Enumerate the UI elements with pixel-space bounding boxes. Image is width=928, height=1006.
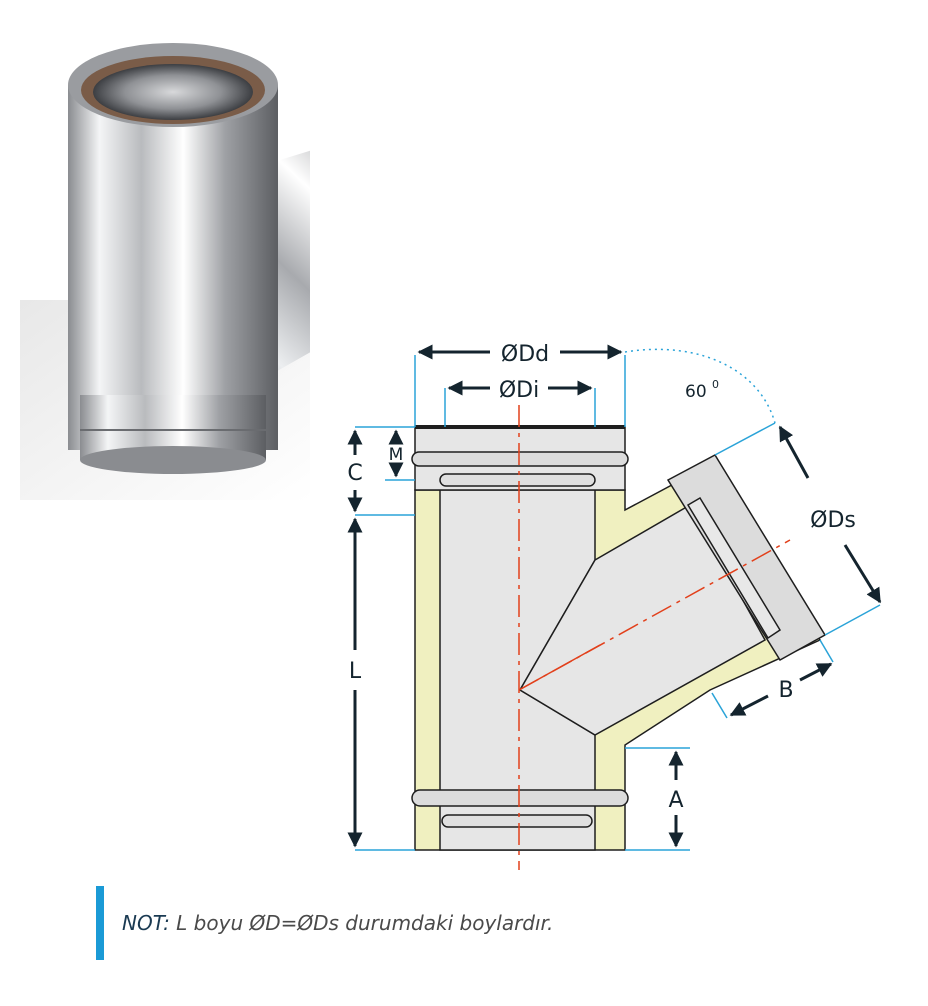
branch-band: [686, 496, 782, 640]
label-c: C: [347, 461, 362, 486]
pipe-body: [411, 425, 827, 851]
top-band: [411, 451, 629, 467]
dim-line-ds-bottom: [843, 544, 882, 604]
note-prefix: NOT:: [122, 911, 170, 935]
label-m: M: [389, 445, 404, 465]
extension-lines: [355, 348, 881, 851]
branch-centerline-solid: [518, 644, 601, 691]
label-side-diameter: ØDs: [810, 508, 856, 533]
branch-inner-pipe: [518, 503, 767, 736]
label-angle: 60 0: [685, 378, 719, 402]
label-a: A: [668, 788, 683, 813]
bottom-band: [411, 789, 629, 807]
note-body: L boyu ØD=ØDs durumdaki boylardır.: [169, 911, 554, 935]
dimension-lines: [347, 344, 882, 848]
dimension-labels: ØDd ØDi ØDs 60 0 C M L A B: [347, 342, 856, 813]
top-inner-band: [439, 473, 596, 487]
photo-main-pipe: [68, 43, 278, 474]
bottom-inner-band: [441, 814, 593, 828]
label-l: L: [349, 659, 362, 684]
label-angle-unit: 0: [712, 378, 719, 391]
dim-line-ds: [778, 425, 810, 479]
centerlines: [518, 405, 791, 870]
label-b: B: [778, 678, 793, 703]
label-angle-value: 60: [685, 382, 707, 402]
note-text: NOT: L boyu ØD=ØDs durumdaki boylardır.: [122, 911, 553, 935]
dim-line-b-right: [799, 662, 833, 682]
note-box: NOT: L boyu ØD=ØDs durumdaki boylardır.: [96, 886, 553, 960]
note-accent-bar: [96, 886, 104, 960]
label-inner-diameter: ØDi: [499, 378, 539, 403]
dim-line-b: [729, 694, 769, 717]
label-outer-diameter: ØDd: [501, 342, 549, 367]
product-photo: [20, 43, 310, 500]
